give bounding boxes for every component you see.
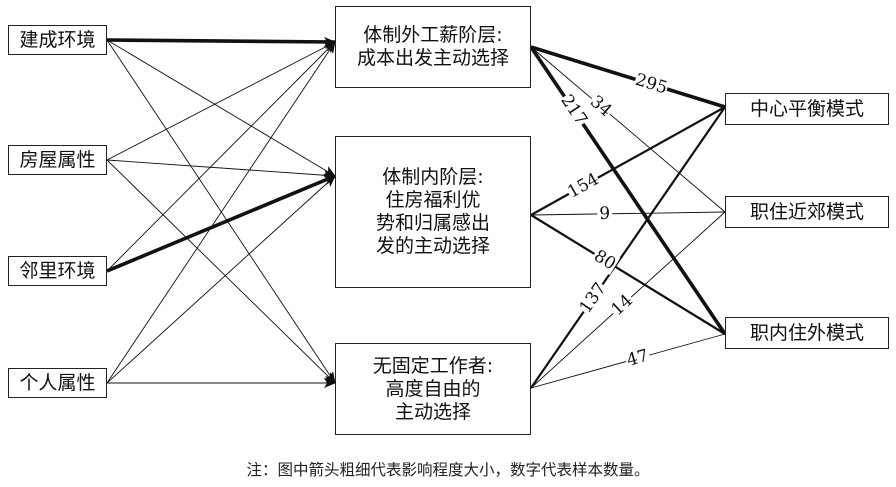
- group-line: 主动选择: [394, 400, 471, 423]
- count-label-background: [585, 91, 617, 122]
- count-label-background: [632, 69, 670, 99]
- group-line: 成本出发主动选择: [356, 47, 509, 69]
- link-g2-m2: [530, 211, 726, 216]
- group-line: 无固定工作者:: [372, 354, 494, 377]
- arrow-f4-g2: [106, 175, 336, 384]
- arrow-f4-g1: [106, 41, 336, 384]
- arrow-f1-g3: [106, 39, 336, 384]
- count-label-g1-m1: 295: [633, 70, 670, 99]
- mode-suburban-job-housing: 职住近郊模式: [725, 196, 889, 228]
- count-label-g2-m3: 80: [590, 246, 619, 274]
- arrow-f2-g1: [106, 41, 336, 161]
- diagram-note: 注：图中箭头粗细代表影响程度大小，数字代表样本数量。: [246, 461, 650, 479]
- count-label-g3-m2: 14: [607, 291, 636, 320]
- count-label-background: [606, 289, 638, 321]
- factor-built-environment: 建成环境: [8, 25, 107, 55]
- mode-label: 职内住外模式: [749, 321, 864, 344]
- link-g1-m2: [530, 46, 726, 213]
- count-label-background: [623, 345, 652, 372]
- group-outside-system-wage-earners: 体制外工薪阶层: 成本出发主动选择: [335, 6, 531, 88]
- factor-personal-attributes: 个人属性: [8, 368, 107, 398]
- arrow-f2-g2: [106, 159, 336, 181]
- arrow-f3-g1: [106, 41, 336, 272]
- mode-center-balanced: 中心平衡模式: [725, 93, 889, 125]
- arrow-f2-g3: [106, 159, 336, 384]
- mode-label: 中心平衡模式: [749, 97, 864, 120]
- factor-label: 建成环境: [19, 28, 96, 51]
- mode-label: 职住近郊模式: [749, 200, 864, 223]
- count-label-background: [597, 203, 613, 224]
- link-g2-m1: [530, 106, 726, 216]
- link-g3-m1: [530, 106, 726, 389]
- group-inside-system: 体制内阶层: 住房福利优 势和归属感出 发的主动选择: [335, 136, 531, 288]
- count-label-g2-m1: 154: [564, 169, 602, 202]
- count-label-g1-m3: 217: [556, 91, 591, 129]
- factor-label: 个人属性: [19, 371, 96, 394]
- group-line: 发的主动选择: [375, 235, 490, 257]
- link-g1-m1: [530, 45, 726, 109]
- group-line: 势和归属感出: [375, 212, 490, 234]
- count-label-background: [564, 169, 603, 203]
- link-g1-m3: [529, 45, 727, 336]
- count-label-background: [589, 245, 621, 276]
- count-label-g2-m2: 9: [599, 204, 610, 224]
- factor-label: 邻里环境: [19, 259, 96, 282]
- factor-housing-attributes: 房屋属性: [8, 145, 107, 175]
- group-no-fixed-job: 无固定工作者: 高度自由的 主动选择: [335, 343, 531, 435]
- group-line: 体制外工薪阶层:: [363, 24, 503, 46]
- count-label-background: [575, 278, 611, 318]
- factor-neighborhood-environment: 邻里环境: [8, 256, 107, 286]
- group-line: 体制内阶层:: [382, 166, 484, 188]
- mode-work-inside-live-outside: 职内住外模式: [725, 317, 889, 349]
- arrow-f1-g2: [106, 39, 336, 177]
- arrow-f3-g2: [106, 174, 336, 273]
- count-label-g3-m1: 137: [576, 279, 611, 317]
- group-line: 高度自由的: [385, 377, 481, 400]
- factor-label: 房屋属性: [19, 148, 96, 171]
- link-g2-m3: [530, 214, 726, 335]
- count-label-background: [556, 90, 592, 130]
- arrow-f1-g1: [106, 36, 336, 47]
- group-line: 住房福利优: [385, 189, 481, 211]
